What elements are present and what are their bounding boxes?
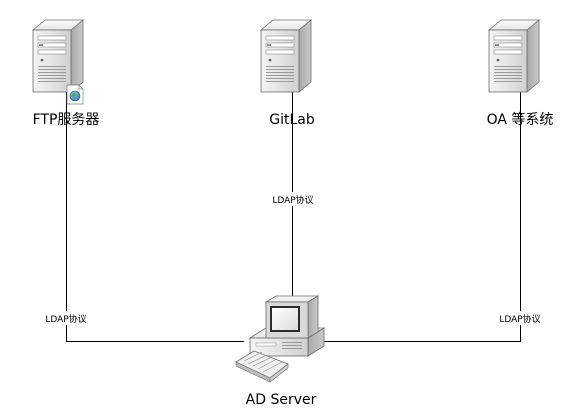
server-with-globe-icon [32,19,84,105]
ftp-server-label: FTP服务器 [33,112,100,128]
oa-edge-label: LDAP协议 [499,313,540,325]
oa-server-node: OA 等系统 [487,19,554,128]
ftp-edge-label-bg [38,311,94,325]
ad-server-label: AD Server [246,392,317,408]
ftp-edge-label: LDAP协议 [45,313,86,325]
oa-edge-label-bg [492,311,548,325]
workstation-icon [235,295,326,383]
oa-to-ad-connector [322,88,521,342]
oa-server-label: OA 等系统 [487,111,554,128]
server-icon [488,19,540,93]
globe-icon [66,84,84,105]
server-icon [260,19,312,93]
ftp-server-node: FTP服务器 [32,19,100,128]
gitlab-server-label: GitLab [269,112,315,128]
gitlab-edge-label: LDAP协议 [272,194,313,206]
ad-server-node: AD Server [235,295,326,408]
ftp-to-ad-connector [66,92,244,342]
gitlab-server-node: GitLab [260,19,315,128]
gitlab-edge-label-bg [265,192,321,206]
